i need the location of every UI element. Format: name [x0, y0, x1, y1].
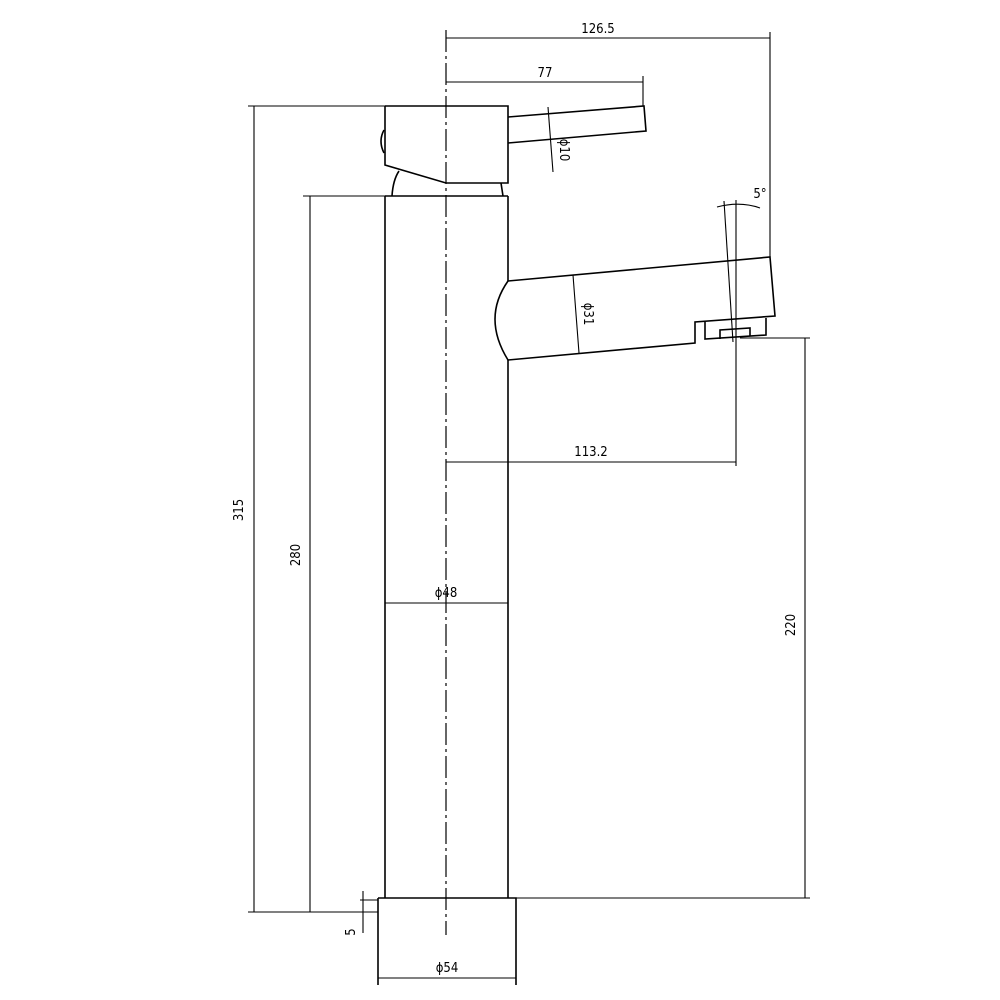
- body-height-label: 280: [289, 544, 304, 566]
- spout-diameter-label: ϕ31: [580, 303, 595, 326]
- body: [384, 195, 509, 898]
- spout-height-label: 220: [784, 614, 799, 636]
- handle-reach-label: 77: [538, 66, 553, 81]
- base: [360, 897, 517, 985]
- base-diameter-label: ϕ54: [436, 961, 459, 976]
- dim-spout-height: [508, 337, 810, 899]
- dim-handle-reach: [446, 76, 644, 106]
- total-height-label: 315: [232, 499, 247, 521]
- body-diameter-label: ϕ48: [435, 586, 458, 601]
- handle-head: [380, 105, 509, 197]
- dim-overall-reach: [446, 32, 771, 257]
- spout-angle-label: 5°: [753, 187, 766, 202]
- overall-reach-label: 126.5: [581, 22, 614, 37]
- base-thickness-label: 5: [344, 928, 359, 935]
- handle-diameter-label: ϕ10: [556, 139, 571, 162]
- lever-handle: [507, 105, 647, 173]
- spout: [494, 256, 776, 361]
- angle-dimension: [716, 200, 761, 346]
- dim-spout-reach: [446, 346, 737, 466]
- spout-reach-label: 113.2: [574, 445, 607, 460]
- dim-body-height: [303, 195, 385, 912]
- dim-total-height: [248, 105, 385, 913]
